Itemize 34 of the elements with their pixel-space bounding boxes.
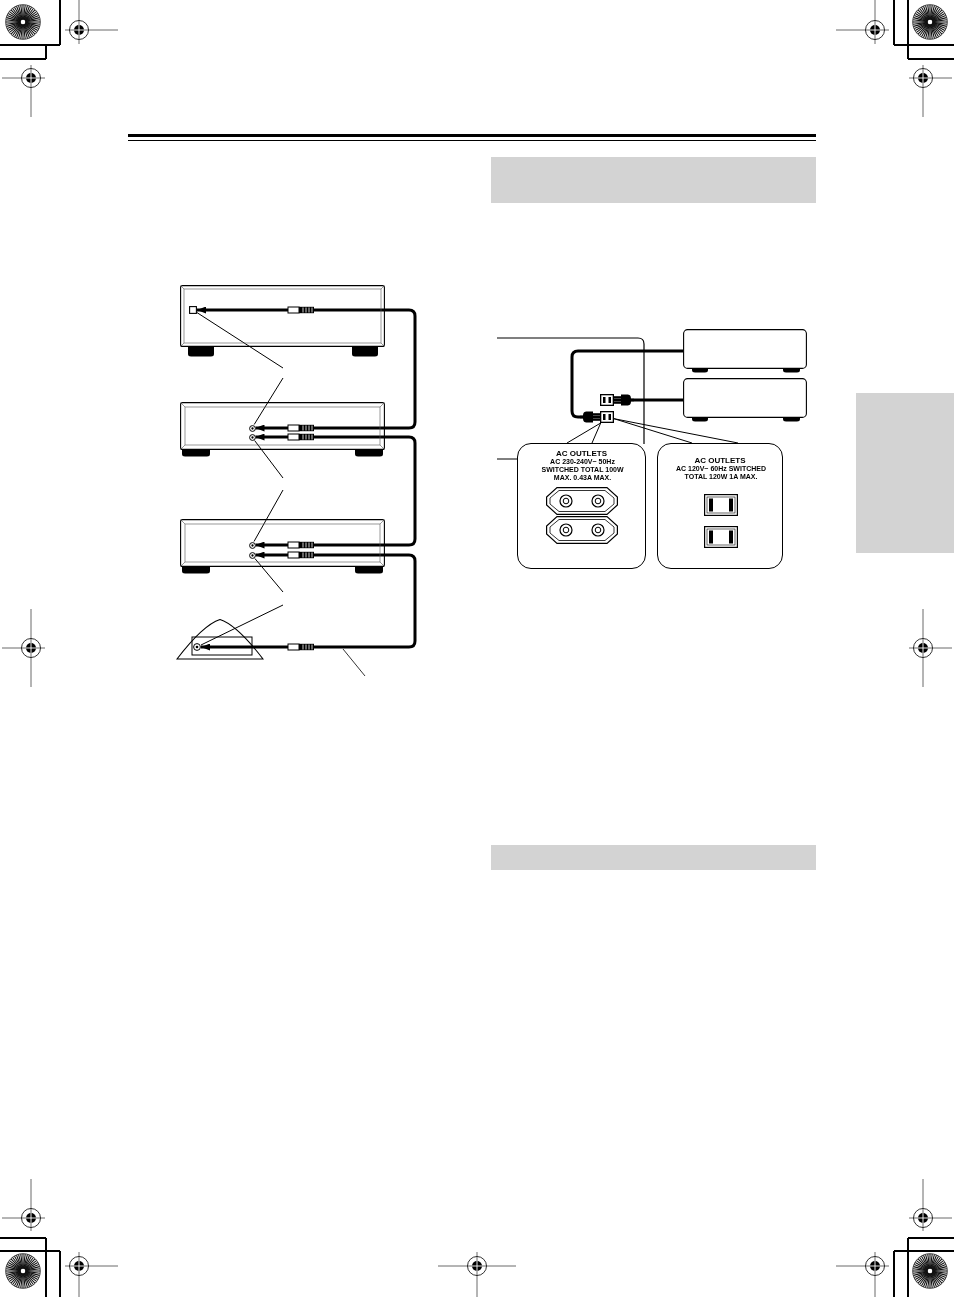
side-tab xyxy=(856,393,954,553)
jack-socket xyxy=(248,541,256,549)
jack-socket xyxy=(248,551,256,559)
audio-component xyxy=(683,329,807,373)
audio-component xyxy=(180,402,385,457)
audio-component xyxy=(180,519,385,574)
outlet-heading: AC OUTLETS xyxy=(694,456,746,465)
jack-socket xyxy=(248,433,256,441)
leader-line xyxy=(254,558,284,593)
outlet-heading: AC OUTLETS xyxy=(555,449,608,458)
leader-line xyxy=(253,489,284,542)
cable xyxy=(201,551,417,651)
audio-component xyxy=(180,285,385,357)
power-outlet xyxy=(600,411,614,423)
callout-pointer xyxy=(566,422,602,444)
section-bar xyxy=(491,845,816,870)
leader-line xyxy=(253,377,284,425)
jack-socket xyxy=(193,643,201,651)
callout-bubble xyxy=(657,443,783,569)
dock-unit xyxy=(176,618,264,660)
cable xyxy=(197,306,417,432)
power-cord xyxy=(614,394,683,406)
leader-line xyxy=(200,604,284,646)
audio-component xyxy=(683,378,807,422)
callout-bubble xyxy=(517,443,646,569)
cable xyxy=(255,433,417,549)
leader-line xyxy=(196,312,284,369)
jack-socket xyxy=(248,424,256,432)
leader-line xyxy=(496,458,518,460)
leader-line xyxy=(254,440,284,479)
jack-socket xyxy=(189,306,197,314)
section-bar xyxy=(491,157,816,203)
power-outlet xyxy=(600,394,614,406)
power-cord xyxy=(570,349,683,423)
